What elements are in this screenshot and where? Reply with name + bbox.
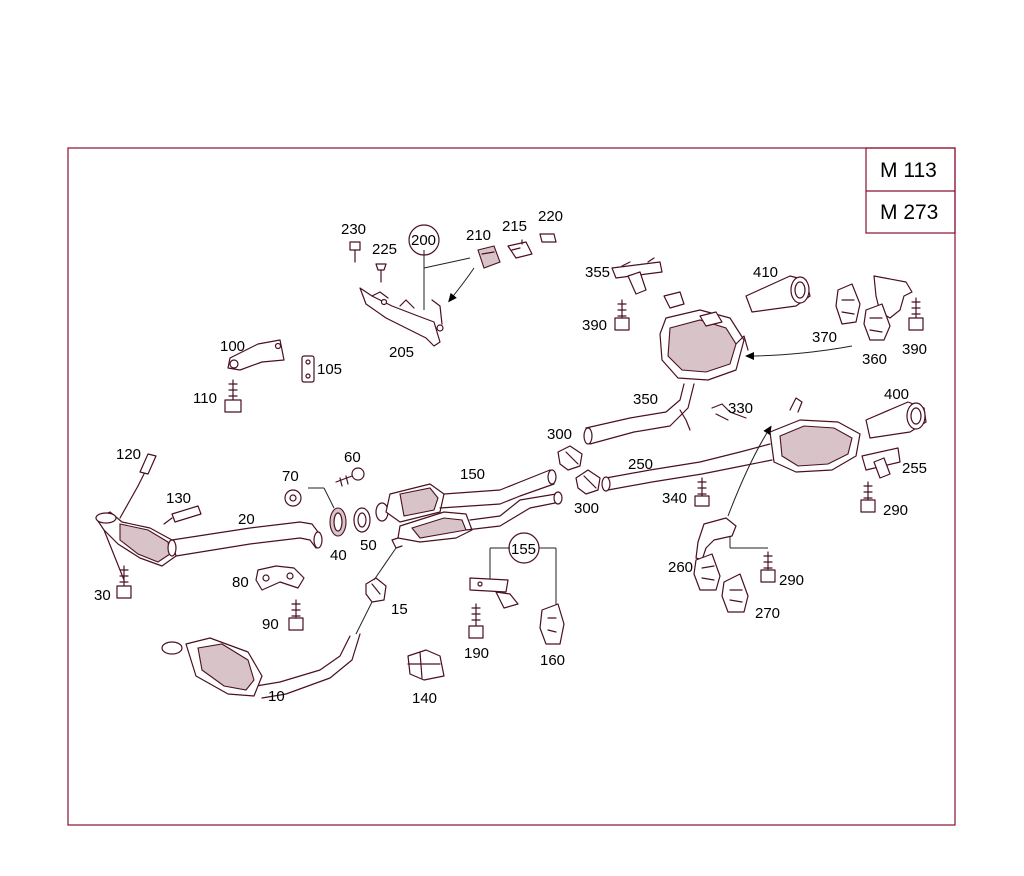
part-labels: 10 15 20 30 40 50 60 70 80 90 100 105 11… bbox=[94, 208, 927, 707]
hanger-255 bbox=[861, 447, 901, 479]
engine-code-m113: M 113 bbox=[880, 159, 937, 182]
label-120: 120 bbox=[116, 446, 141, 463]
label-360: 360 bbox=[862, 351, 887, 368]
label-130: 130 bbox=[166, 490, 191, 507]
hanger-355b bbox=[663, 291, 685, 309]
front-pipe-20 bbox=[167, 521, 323, 557]
label-200: 200 bbox=[411, 232, 436, 249]
clip-220 bbox=[539, 233, 557, 243]
hanger-355 bbox=[611, 257, 663, 295]
clamp-300-upper bbox=[557, 445, 583, 471]
label-400: 400 bbox=[884, 386, 909, 403]
label-60: 60 bbox=[344, 449, 361, 466]
middle-silencer bbox=[659, 309, 749, 381]
bolt-190 bbox=[468, 603, 484, 639]
bracket-100 bbox=[227, 339, 285, 371]
tailpipe-410 bbox=[745, 275, 811, 313]
label-300-upper: 300 bbox=[547, 426, 572, 443]
pipe-converter-10 bbox=[161, 601, 373, 699]
label-290-right: 290 bbox=[883, 502, 908, 519]
label-210: 210 bbox=[466, 227, 491, 244]
bracket-assembly bbox=[359, 287, 444, 347]
label-230: 230 bbox=[341, 221, 366, 238]
clip-215 bbox=[507, 239, 533, 259]
front-manifold-converter bbox=[95, 511, 177, 581]
label-20: 20 bbox=[238, 511, 255, 528]
label-340: 340 bbox=[662, 490, 687, 507]
clamp-15 bbox=[365, 577, 387, 603]
bracket-360 bbox=[863, 275, 913, 341]
label-410: 410 bbox=[753, 264, 778, 281]
bolt-230 bbox=[349, 241, 361, 263]
label-140: 140 bbox=[412, 690, 437, 707]
bolt-60 bbox=[335, 467, 365, 487]
rubber-mount-270 bbox=[721, 573, 749, 613]
rear-silencer-250 bbox=[769, 397, 861, 473]
bracket-330 bbox=[711, 403, 747, 421]
bolt-390-left bbox=[614, 299, 630, 331]
label-350: 350 bbox=[633, 391, 658, 408]
label-355: 355 bbox=[585, 264, 610, 281]
label-90: 90 bbox=[262, 616, 279, 633]
label-70: 70 bbox=[282, 468, 299, 485]
oxygen-sensor-120 bbox=[119, 453, 157, 519]
label-10: 10 bbox=[268, 688, 285, 705]
plate-105 bbox=[301, 355, 315, 383]
nut-70 bbox=[284, 489, 302, 507]
label-110: 110 bbox=[193, 390, 217, 407]
label-290-left: 290 bbox=[779, 572, 804, 589]
label-370: 370 bbox=[812, 329, 837, 346]
bolt-225 bbox=[375, 263, 387, 283]
label-225: 225 bbox=[372, 241, 397, 258]
engine-code-m273: M 273 bbox=[880, 201, 938, 224]
engine-code-box: M 113 M 273 bbox=[865, 147, 956, 234]
bolt-390-right bbox=[908, 297, 924, 331]
seal-ring-50 bbox=[353, 507, 371, 533]
label-390-left: 390 bbox=[582, 317, 607, 334]
label-155: 155 bbox=[511, 541, 536, 558]
nut-210 bbox=[477, 245, 501, 269]
label-390-right: 390 bbox=[902, 341, 927, 358]
label-40: 40 bbox=[330, 547, 347, 564]
label-80: 80 bbox=[232, 574, 249, 591]
tailpipe-400 bbox=[865, 401, 927, 439]
label-30: 30 bbox=[94, 587, 111, 604]
label-220: 220 bbox=[538, 208, 563, 225]
bracket-80 bbox=[255, 565, 305, 591]
label-100: 100 bbox=[220, 338, 245, 355]
label-50: 50 bbox=[360, 537, 377, 554]
clamp-300-lower bbox=[575, 469, 601, 495]
label-105: 105 bbox=[317, 361, 342, 378]
bolt-290-right bbox=[860, 481, 876, 513]
label-205: 205 bbox=[389, 344, 414, 361]
label-260: 260 bbox=[668, 559, 693, 576]
label-255: 255 bbox=[902, 460, 927, 477]
pipe-250 bbox=[601, 443, 773, 492]
label-150: 150 bbox=[460, 466, 485, 483]
rubber-mount-160 bbox=[539, 603, 565, 645]
label-300-lower: 300 bbox=[574, 500, 599, 517]
label-15: 15 bbox=[391, 601, 408, 618]
bolt-90 bbox=[288, 599, 304, 631]
bolt-110 bbox=[224, 379, 242, 413]
mount-155 bbox=[469, 577, 519, 609]
bolt-340 bbox=[694, 477, 710, 507]
label-160: 160 bbox=[540, 652, 565, 669]
oxygen-sensor-130 bbox=[163, 505, 202, 525]
rubber-mount-370 bbox=[835, 283, 861, 325]
label-250: 250 bbox=[628, 456, 653, 473]
label-215: 215 bbox=[502, 218, 527, 235]
pipe-350 bbox=[583, 383, 695, 445]
bracket-260 bbox=[693, 517, 737, 591]
label-190: 190 bbox=[464, 645, 489, 662]
converter-pipe-150 bbox=[385, 469, 563, 549]
diagram-frame bbox=[67, 147, 956, 826]
clamp-40 bbox=[329, 507, 347, 537]
clip-140 bbox=[407, 649, 445, 681]
bolt-30 bbox=[116, 565, 132, 599]
label-270: 270 bbox=[755, 605, 780, 622]
label-330: 330 bbox=[728, 400, 753, 417]
bolt-290-left bbox=[760, 551, 776, 583]
